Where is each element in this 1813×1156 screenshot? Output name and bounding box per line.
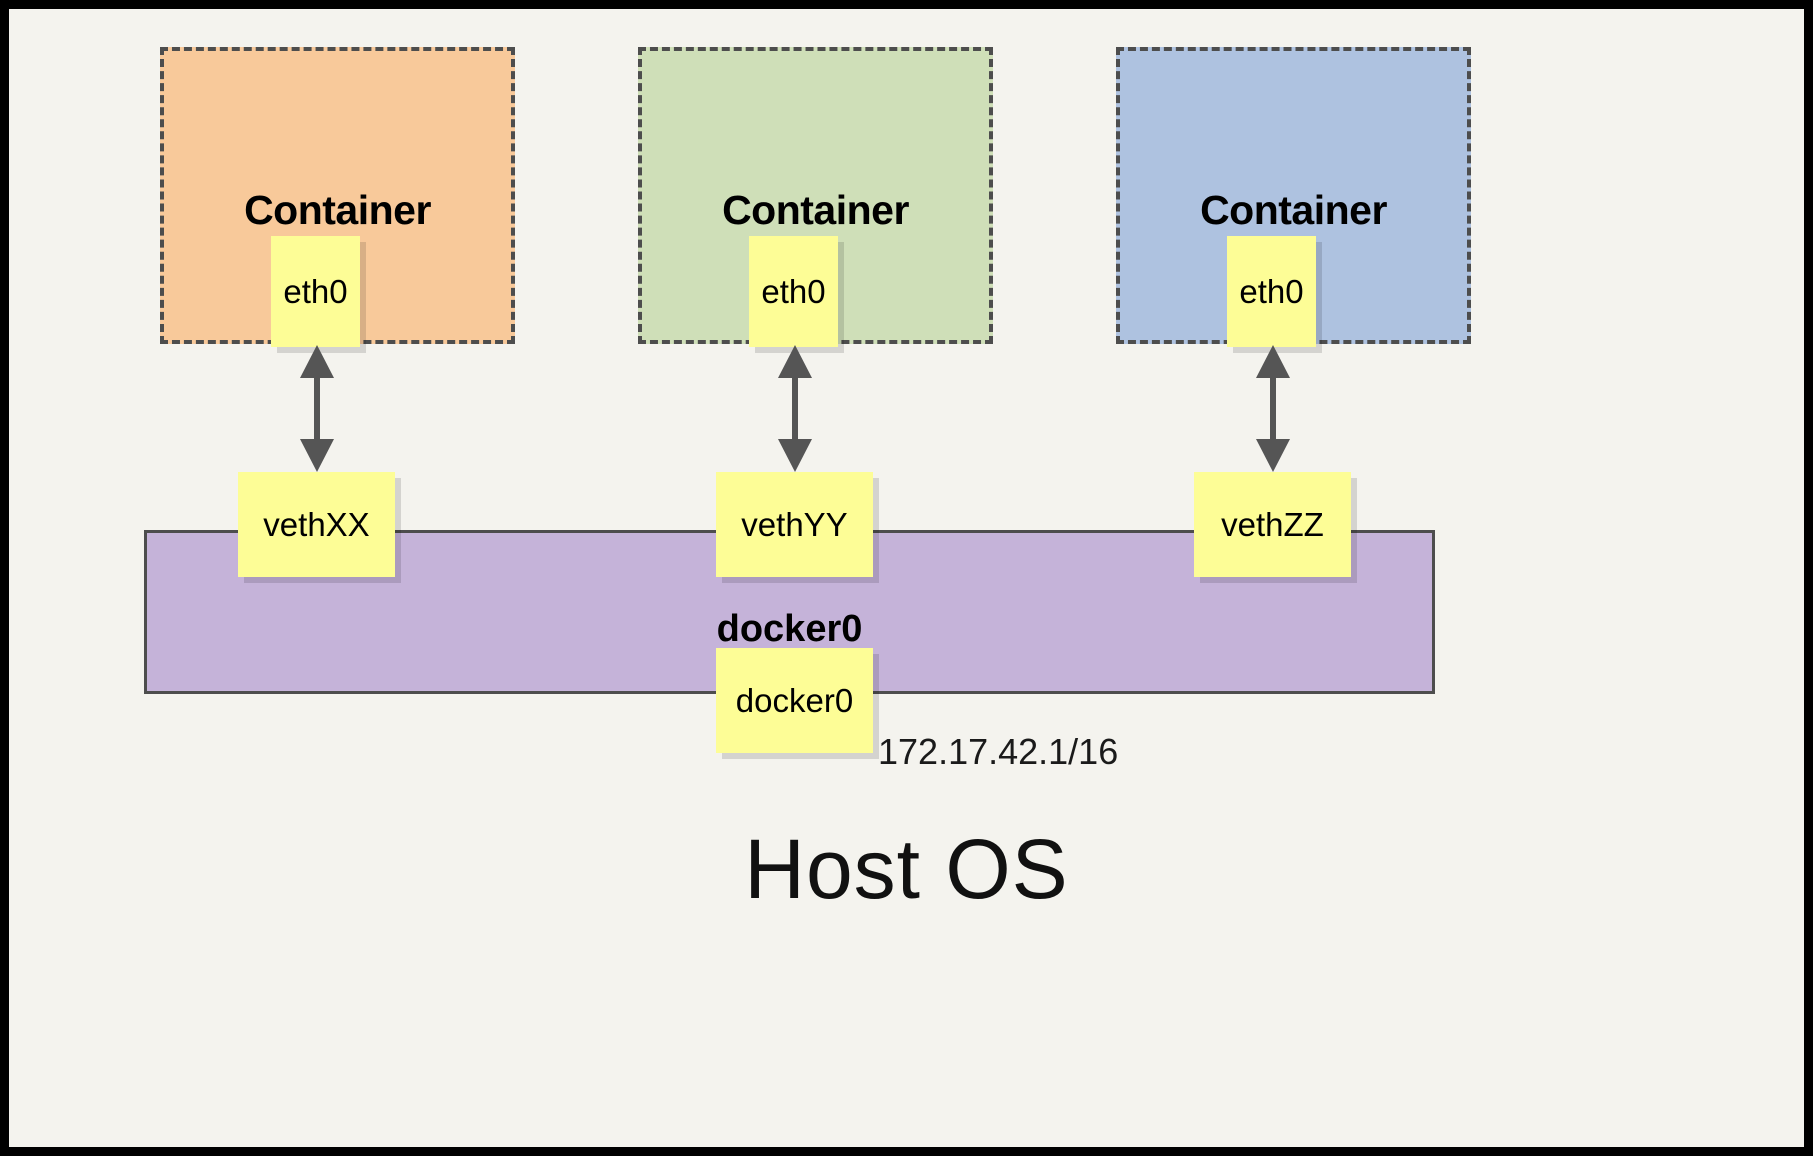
container-eth0-box-1: eth0 xyxy=(271,236,360,347)
docker0-ip-label: 172.17.42.1/16 xyxy=(878,731,1119,772)
container-title-1: Container xyxy=(244,187,431,233)
host-os-label: Host OS xyxy=(744,822,1069,916)
container-eth0-box-3: eth0 xyxy=(1227,236,1316,347)
veth-box-1: vethXX xyxy=(238,472,395,577)
veth-box-2: vethYY xyxy=(716,472,873,577)
diagram-canvas: Container eth0 Container eth0 Container … xyxy=(9,9,1804,1147)
container-title-3: Container xyxy=(1200,187,1387,233)
container-eth0-box-2: eth0 xyxy=(749,236,838,347)
docker0-interface-box: docker0 xyxy=(716,648,873,753)
veth-link-arrow-3 xyxy=(1256,345,1290,472)
veth-link-arrow-1 xyxy=(300,345,334,472)
container-title-2: Container xyxy=(722,187,909,233)
veth-box-3: vethZZ xyxy=(1194,472,1351,577)
docker0-bridge-label: docker0 xyxy=(716,608,863,650)
veth-link-arrow-2 xyxy=(778,345,812,472)
